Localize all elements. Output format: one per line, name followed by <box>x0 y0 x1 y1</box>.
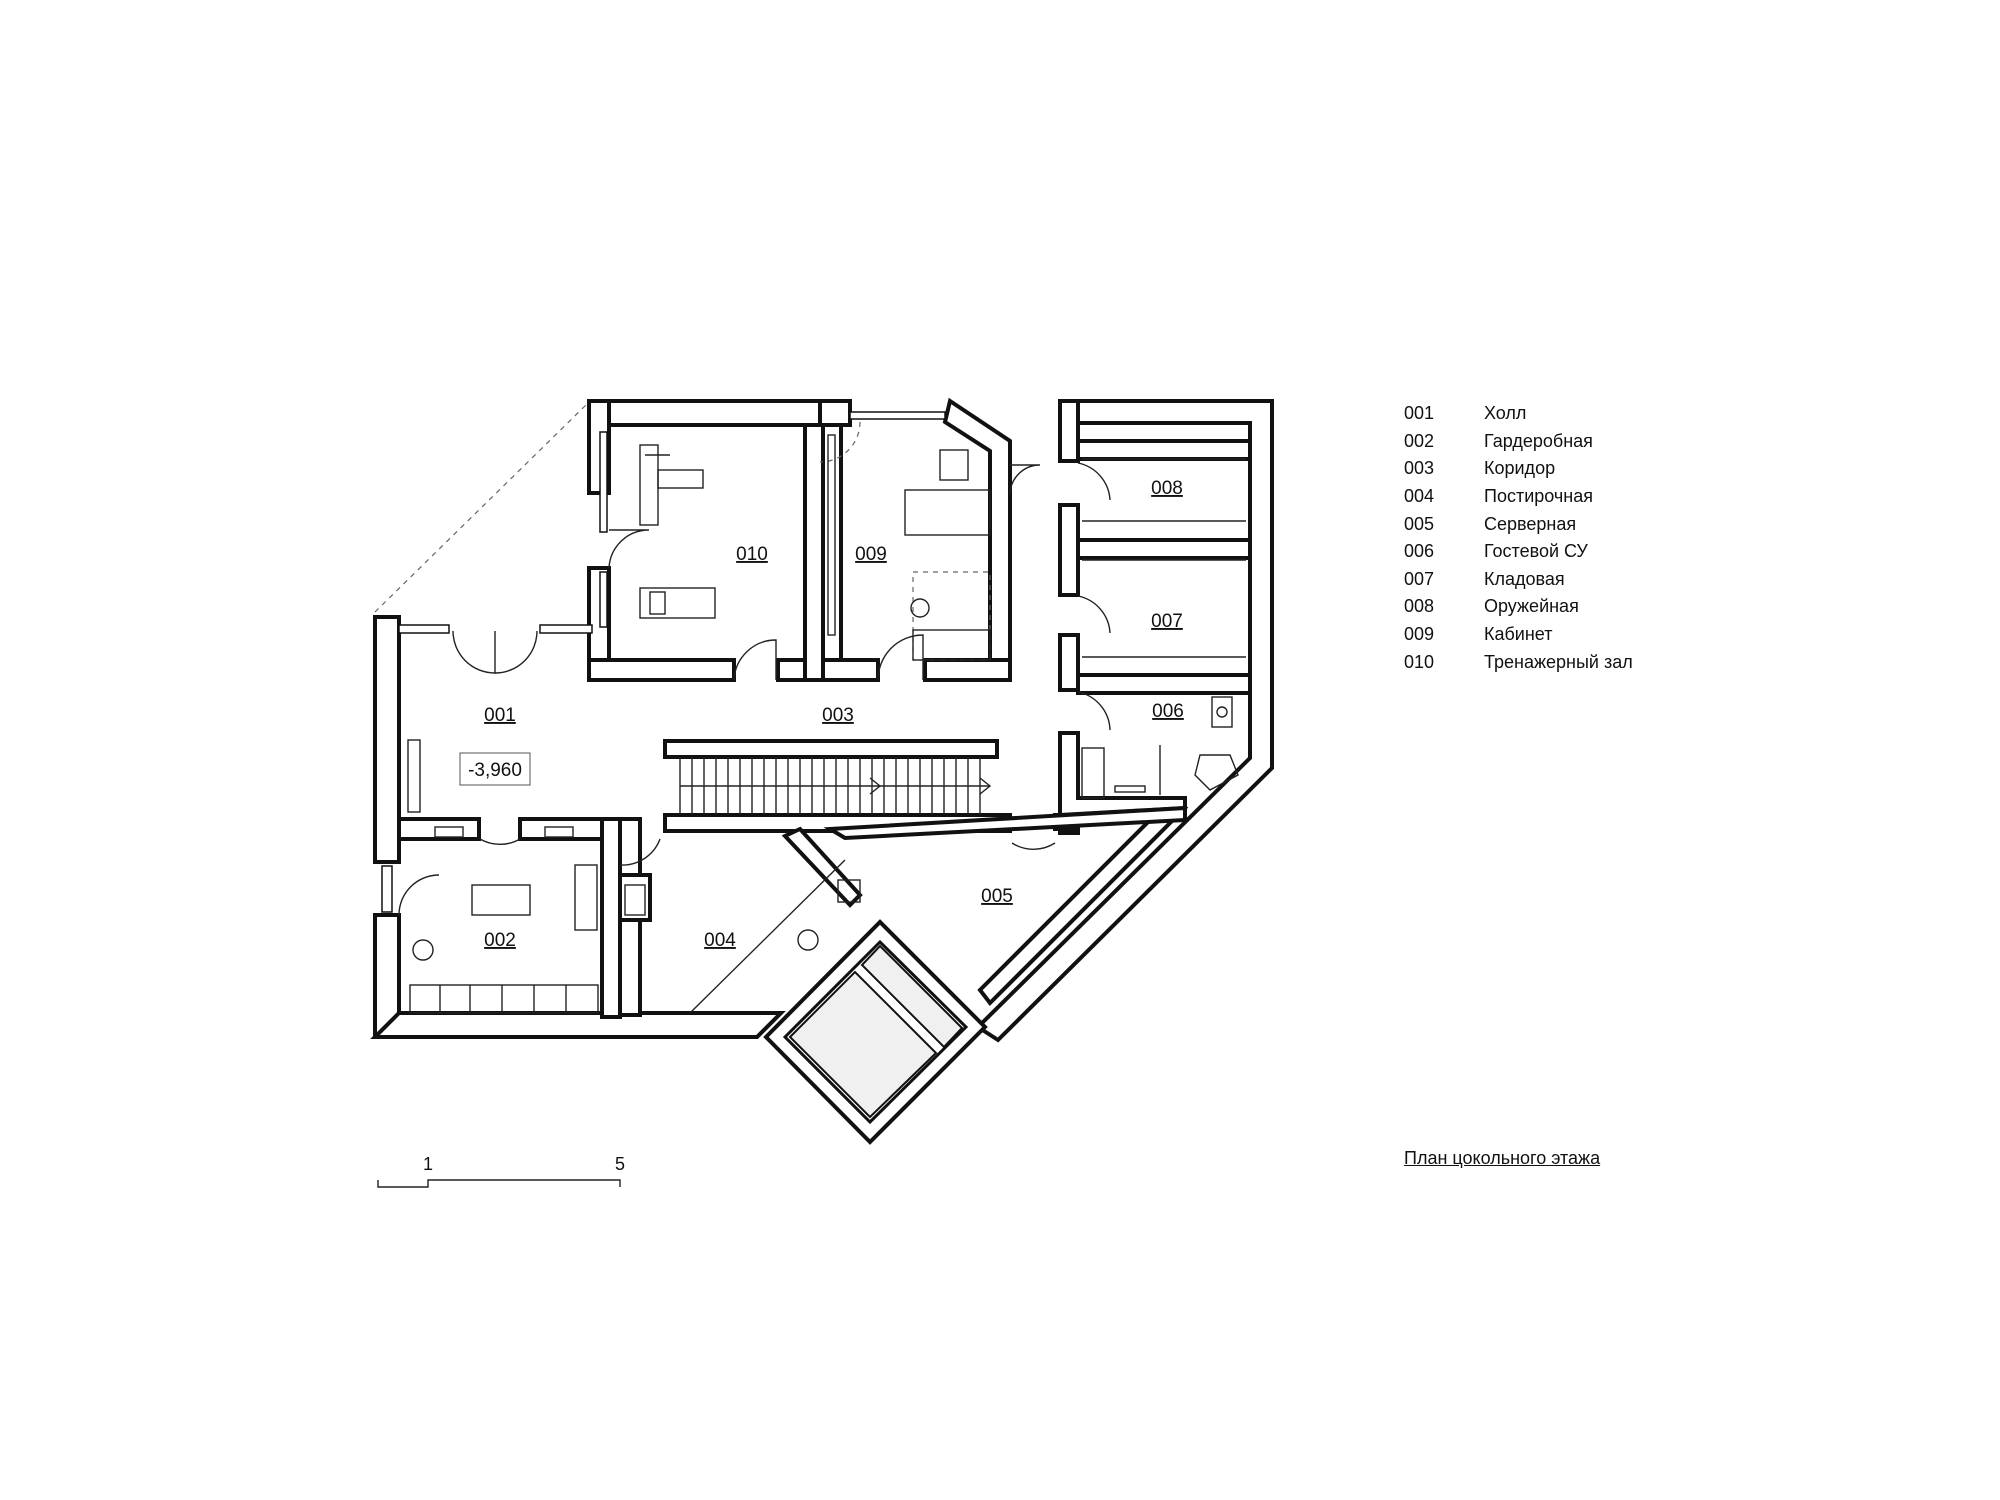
room-label-005: 005 <box>981 886 1013 907</box>
room-label-010: 010 <box>736 544 768 565</box>
room-label-006: 006 <box>1152 701 1184 722</box>
legend-id: 007 <box>1404 568 1435 589</box>
level-box <box>459 752 531 786</box>
light-well <box>763 919 988 1145</box>
legend-name: Кладовая <box>1484 568 1565 589</box>
room-label-002: 002 <box>484 930 516 951</box>
room-009-walls <box>821 423 1012 682</box>
legend-name: Холл <box>1484 403 1527 424</box>
legend-row: 004 Постирочная <box>1404 483 1633 511</box>
legend-row: 007 Кладовая <box>1404 566 1633 594</box>
legend-row: 006 Гостевой СУ <box>1404 538 1633 566</box>
legend-id: 003 <box>1404 458 1435 479</box>
legend-id: 008 <box>1404 596 1435 617</box>
room-label-003: 003 <box>822 705 854 726</box>
legend-row: 003 Коридор <box>1404 455 1633 483</box>
legend-row: 001 Холл <box>1404 400 1633 428</box>
legend-row: 002 Гардеробная <box>1404 428 1633 456</box>
legend-id: 010 <box>1404 651 1435 672</box>
legend-id: 005 <box>1404 513 1435 534</box>
legend-name: Кабинет <box>1484 624 1553 645</box>
legend-name: Коридор <box>1484 458 1556 479</box>
plan-title: План цокольного этажа <box>1404 1148 1601 1168</box>
legend-row: 008 Оружейная <box>1404 593 1633 621</box>
outer-walls <box>370 397 1274 1043</box>
room-label-008: 008 <box>1151 478 1183 499</box>
room-label-004: 004 <box>704 930 736 951</box>
legend-name: Постирочная <box>1484 486 1593 507</box>
doors <box>398 421 1111 916</box>
legend-row: 005 Серверная <box>1404 510 1633 538</box>
stair-treads <box>679 757 992 815</box>
scale-label-end: 5 <box>615 1154 625 1174</box>
legend-name: Гостевой СУ <box>1484 541 1588 562</box>
room-label-009: 009 <box>855 544 887 565</box>
legend-id: 001 <box>1404 403 1435 424</box>
room-010-walls <box>587 399 825 682</box>
legend-row: 010 Тренажерный зал <box>1404 648 1633 676</box>
windows <box>381 411 946 913</box>
level-mark: -3,960 <box>468 760 522 781</box>
legend-name: Оружейная <box>1484 596 1579 617</box>
legend-row: 009 Кабинет <box>1404 621 1633 649</box>
legend-id: 002 <box>1404 430 1435 451</box>
room-label-001: 001 <box>484 705 516 726</box>
furniture <box>407 434 1246 1014</box>
stair <box>663 739 1012 833</box>
legend-id: 006 <box>1404 541 1435 562</box>
room-legend: 001 Холл 002 Гардеробная 003 Коридор 004 Пос… <box>1404 400 1633 676</box>
legend-id: 004 <box>1404 486 1435 507</box>
room-004-005-walls <box>689 805 1187 1014</box>
legend-name: Тренажерный зал <box>1484 651 1633 672</box>
legend-name: Серверная <box>1484 513 1577 534</box>
room-label-007: 007 <box>1151 611 1183 632</box>
room-002-walls <box>397 817 652 1019</box>
legend-id: 009 <box>1404 624 1435 645</box>
legend-name: Гардеробная <box>1484 430 1593 451</box>
scale-label-start: 1 <box>423 1154 433 1174</box>
scale-bar: 1 5 <box>377 1154 625 1188</box>
